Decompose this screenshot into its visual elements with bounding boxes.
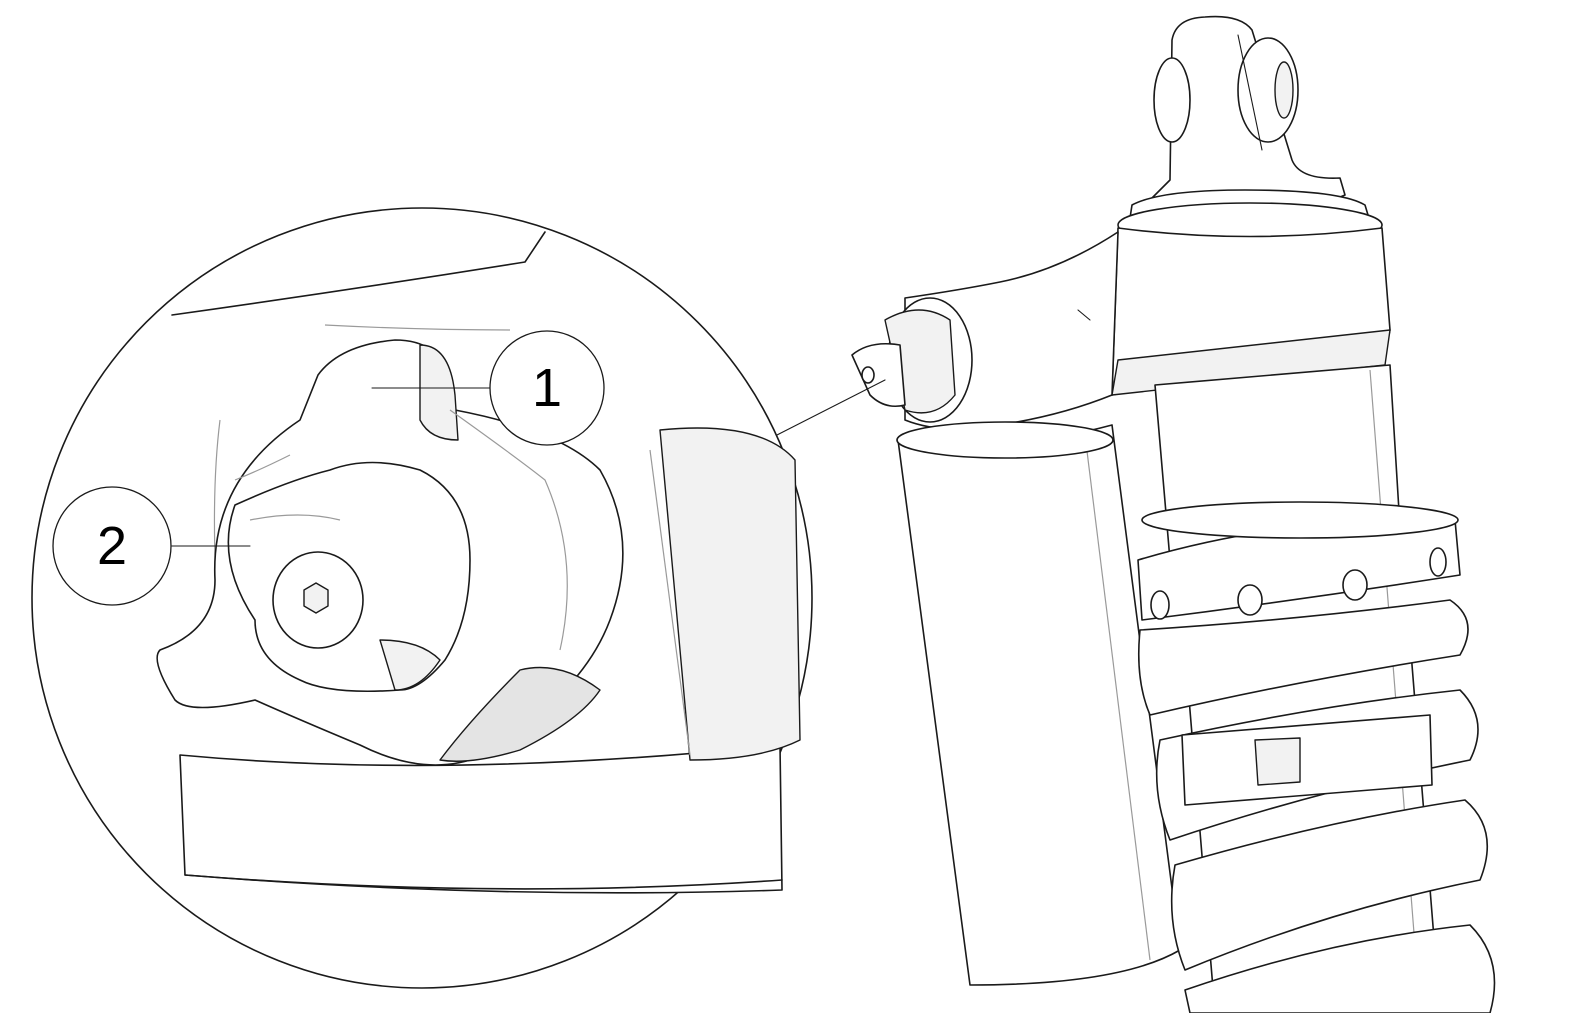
detail-leader-line <box>774 379 886 437</box>
callout-2-label: 2 <box>97 516 127 576</box>
detail-housing <box>171 231 801 894</box>
top-eyelet-mount <box>1149 15 1346 216</box>
rebound-adjuster-knob <box>227 461 471 693</box>
preload-collar <box>1137 501 1461 621</box>
shock-adjuster-knob <box>851 297 973 423</box>
detail-view <box>31 207 813 989</box>
callout-1: 1 <box>489 330 605 446</box>
hex-socket-icon <box>303 582 329 614</box>
shaft-clamp <box>1181 714 1433 806</box>
shock-absorber <box>851 15 1496 1013</box>
callout-1-label: 1 <box>532 358 562 418</box>
callout-2: 2 <box>52 486 172 606</box>
reservoir-cylinder <box>896 421 1181 986</box>
